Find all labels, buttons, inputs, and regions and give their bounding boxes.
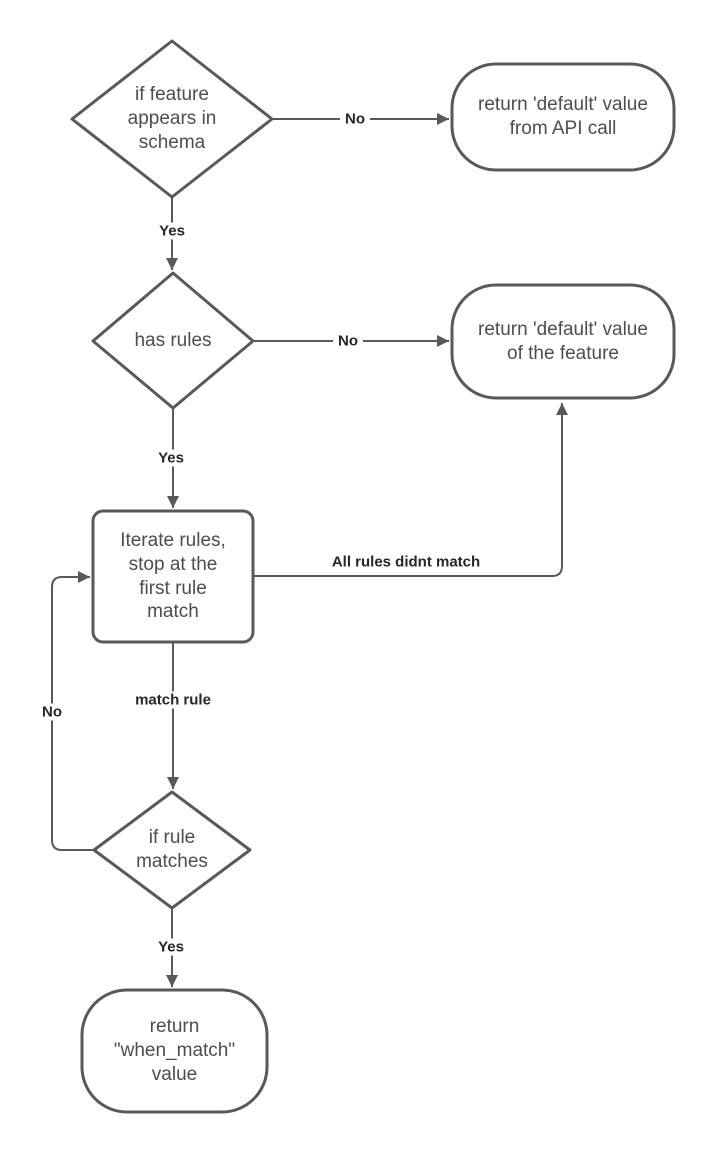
terminator-default-api-shape: [450, 62, 676, 172]
decision-feature-in-schema-shape: [70, 39, 274, 199]
terminator-default-feature-shape: [450, 283, 676, 400]
process-iterate-rules-shape: [91, 509, 255, 644]
terminator-when-match-shape: [80, 988, 269, 1114]
decision-rule-matches-shape: [92, 790, 252, 910]
edge-no-loop-to-iterate-rules: [51, 571, 94, 851]
edge-all-rules-didnt-match: [253, 403, 568, 577]
decision-has-rules-shape: [91, 271, 255, 410]
